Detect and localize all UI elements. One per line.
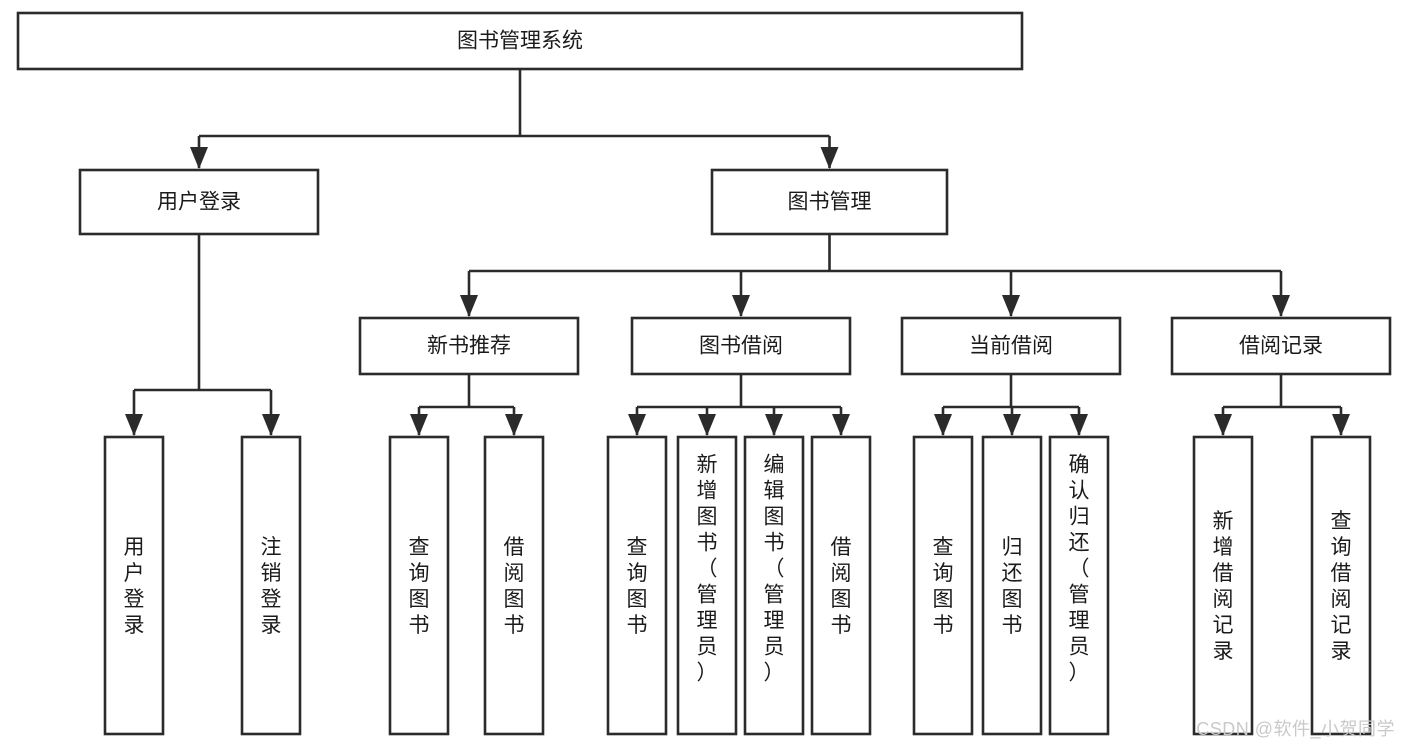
arrow-leaf-edit-book-admin bbox=[765, 414, 783, 436]
arrow-user-login bbox=[190, 147, 208, 169]
arrow-leaf-borrow-book-rec bbox=[505, 414, 523, 436]
connector-layer bbox=[125, 69, 1350, 436]
node-label-root: 图书管理系统 bbox=[457, 30, 583, 53]
node-leaf-query-book-bb[interactable]: 查询图书 bbox=[606, 435, 668, 736]
node-box-leaf-return-book bbox=[981, 435, 1043, 736]
node-box-leaf-borrow-book-bb bbox=[810, 435, 872, 736]
node-box-leaf-query-borrow-record bbox=[1310, 435, 1372, 736]
node-label-leaf-borrow-book-rec: 借阅图书 bbox=[504, 536, 525, 637]
node-book-manage[interactable]: 图书管理 bbox=[710, 168, 949, 236]
node-box-leaf-query-book-rec bbox=[388, 435, 450, 736]
arrow-leaf-user-login bbox=[125, 414, 143, 436]
arrow-borrow-record bbox=[1272, 295, 1290, 317]
node-leaf-add-borrow-record[interactable]: 新增借阅记录 bbox=[1192, 435, 1254, 736]
node-label-user-login: 用户登录 bbox=[157, 191, 241, 214]
arrow-leaf-borrow-book-bb bbox=[832, 414, 850, 436]
node-leaf-confirm-return-admin[interactable]: 确认归还（管理员） bbox=[1048, 435, 1110, 736]
arrow-leaf-query-book-cb bbox=[934, 414, 952, 436]
node-box-leaf-logout-login bbox=[240, 435, 302, 736]
node-box-new-book-recommend bbox=[358, 316, 580, 376]
node-leaf-query-borrow-record[interactable]: 查询借阅记录 bbox=[1310, 435, 1372, 736]
arrow-leaf-query-book-rec bbox=[410, 414, 428, 436]
node-box-leaf-user-login bbox=[103, 435, 165, 736]
node-book-borrow[interactable]: 图书借阅 bbox=[630, 316, 852, 376]
arrow-book-borrow bbox=[732, 295, 750, 317]
node-label-leaf-query-book-rec: 查询图书 bbox=[409, 536, 430, 637]
node-leaf-borrow-book-bb[interactable]: 借阅图书 bbox=[810, 435, 872, 736]
node-label-book-manage: 图书管理 bbox=[788, 191, 872, 214]
arrow-leaf-add-book-admin bbox=[698, 414, 716, 436]
node-user-login[interactable]: 用户登录 bbox=[78, 168, 320, 236]
node-box-user-login bbox=[78, 168, 320, 236]
node-label-leaf-user-login: 用户登录 bbox=[124, 536, 145, 637]
arrow-leaf-query-borrow-record bbox=[1332, 414, 1350, 436]
node-label-leaf-edit-book-admin: 编辑图书（管理员） bbox=[764, 453, 785, 684]
node-current-borrow[interactable]: 当前借阅 bbox=[900, 316, 1122, 376]
node-label-new-book-recommend: 新书推荐 bbox=[427, 335, 511, 358]
node-label-book-borrow: 图书借阅 bbox=[699, 335, 783, 358]
node-label-leaf-query-book-bb: 查询图书 bbox=[627, 536, 648, 637]
node-new-book-recommend[interactable]: 新书推荐 bbox=[358, 316, 580, 376]
node-label-leaf-confirm-return-admin: 确认归还（管理员） bbox=[1069, 453, 1090, 684]
node-leaf-logout-login[interactable]: 注销登录 bbox=[240, 435, 302, 736]
arrow-leaf-add-borrow-record bbox=[1214, 414, 1232, 436]
arrow-current-borrow bbox=[1002, 295, 1020, 317]
node-box-book-borrow bbox=[630, 316, 852, 376]
node-label-leaf-borrow-book-bb: 借阅图书 bbox=[831, 536, 852, 637]
node-borrow-record[interactable]: 借阅记录 bbox=[1170, 316, 1392, 376]
node-box-borrow-record bbox=[1170, 316, 1392, 376]
node-box-current-borrow bbox=[900, 316, 1122, 376]
node-leaf-user-login[interactable]: 用户登录 bbox=[103, 435, 165, 736]
node-label-leaf-query-book-cb: 查询图书 bbox=[933, 536, 954, 637]
node-root[interactable]: 图书管理系统 bbox=[16, 11, 1024, 71]
node-box-root bbox=[16, 11, 1024, 71]
node-leaf-edit-book-admin[interactable]: 编辑图书（管理员） bbox=[743, 435, 805, 736]
node-label-leaf-return-book: 归还图书 bbox=[1002, 536, 1023, 637]
node-layer: 图书管理系统用户登录图书管理新书推荐图书借阅当前借阅借阅记录用户登录注销登录查询… bbox=[16, 11, 1392, 736]
node-leaf-add-book-admin[interactable]: 新增图书（管理员） bbox=[676, 435, 738, 736]
node-leaf-borrow-book-rec[interactable]: 借阅图书 bbox=[483, 435, 545, 736]
arrow-leaf-logout-login bbox=[262, 414, 280, 436]
node-box-leaf-edit-book-admin bbox=[743, 435, 805, 736]
arrow-leaf-confirm-return-admin bbox=[1070, 414, 1088, 436]
node-box-leaf-add-borrow-record bbox=[1192, 435, 1254, 736]
arrow-leaf-query-book-bb bbox=[628, 414, 646, 436]
node-box-leaf-query-book-cb bbox=[912, 435, 974, 736]
node-box-leaf-confirm-return-admin bbox=[1048, 435, 1110, 736]
node-label-leaf-logout-login: 注销登录 bbox=[261, 536, 282, 637]
arrow-new-book-recommend bbox=[460, 295, 478, 317]
node-box-book-manage bbox=[710, 168, 949, 236]
node-box-leaf-add-book-admin bbox=[676, 435, 738, 736]
arrow-book-manage bbox=[820, 147, 839, 169]
node-leaf-query-book-rec[interactable]: 查询图书 bbox=[388, 435, 450, 736]
node-leaf-return-book[interactable]: 归还图书 bbox=[981, 435, 1043, 736]
node-leaf-query-book-cb[interactable]: 查询图书 bbox=[912, 435, 974, 736]
node-box-leaf-borrow-book-rec bbox=[483, 435, 545, 736]
node-label-borrow-record: 借阅记录 bbox=[1239, 335, 1323, 358]
node-box-leaf-query-book-bb bbox=[606, 435, 668, 736]
node-label-current-borrow: 当前借阅 bbox=[969, 335, 1053, 358]
node-label-leaf-add-borrow-record: 新增借阅记录 bbox=[1213, 510, 1234, 663]
arrow-leaf-return-book bbox=[1003, 414, 1021, 436]
node-label-leaf-add-book-admin: 新增图书（管理员） bbox=[697, 453, 718, 684]
node-label-leaf-query-borrow-record: 查询借阅记录 bbox=[1331, 510, 1352, 663]
